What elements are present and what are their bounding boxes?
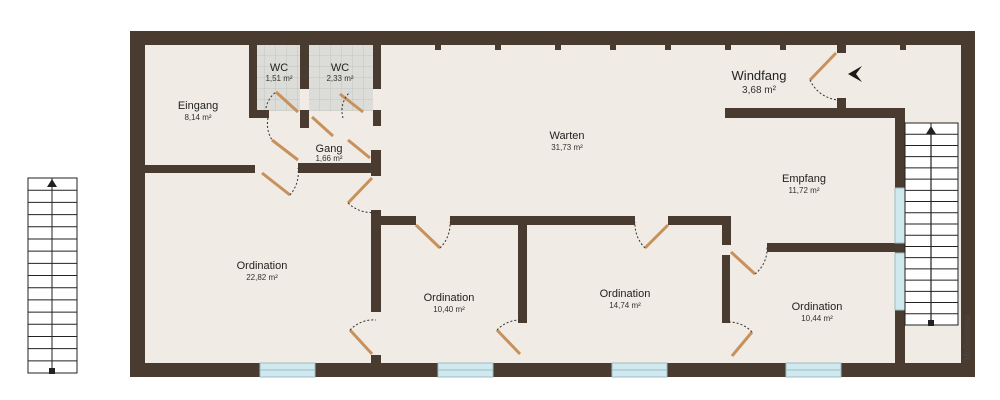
room-name-ordination2: Ordination: [424, 292, 475, 304]
room-area-wc1: 1,51 m²: [265, 74, 292, 83]
room-area-ordination4: 10,44 m²: [801, 314, 833, 323]
room-name-windfang: Windfang: [732, 68, 787, 83]
room-area-warten: 31,73 m²: [551, 143, 583, 152]
stair-left: [27, 177, 78, 374]
stair-direction-arrow-icon: [47, 179, 57, 187]
entrance-arrow-icon: [848, 66, 862, 82]
stair-right: [904, 122, 959, 326]
watermark: McGrundriss: [963, 315, 972, 360]
room-area-gang: 1,66 m²: [315, 154, 342, 163]
room-name-empfang: Empfang: [782, 173, 826, 185]
room-area-eingang: 8,14 m²: [184, 113, 211, 122]
room-name-wc2: WC: [331, 62, 349, 74]
room-area-ordination1: 22,82 m²: [246, 273, 278, 282]
room-area-ordination2: 10,40 m²: [433, 305, 465, 314]
window: [894, 252, 906, 311]
room-area-ordination3: 14,74 m²: [609, 301, 641, 310]
wc2-tiles: [309, 45, 373, 111]
room-name-ordination4: Ordination: [792, 301, 843, 313]
room-name-wc1: WC: [270, 62, 288, 74]
room-labels: Eingang 8,14 m² WC 1,51 m² WC 2,33 m² Ga…: [178, 62, 843, 323]
room-name-gang: Gang: [316, 143, 343, 155]
room-area-windfang: 3,68 m²: [742, 85, 777, 96]
room-name-warten: Warten: [549, 130, 584, 142]
room-name-ordination3: Ordination: [600, 288, 651, 300]
window: [894, 187, 906, 244]
room-area-wc2: 2,33 m²: [326, 74, 353, 83]
room-name-ordination1: Ordination: [237, 260, 288, 272]
doors: [261, 51, 839, 357]
room-name-eingang: Eingang: [178, 100, 218, 112]
stair-direction-arrow-icon: [926, 126, 936, 134]
wc1-tiles: [257, 45, 300, 111]
walls: [130, 31, 975, 377]
room-area-empfang: 11,72 m²: [789, 186, 820, 195]
